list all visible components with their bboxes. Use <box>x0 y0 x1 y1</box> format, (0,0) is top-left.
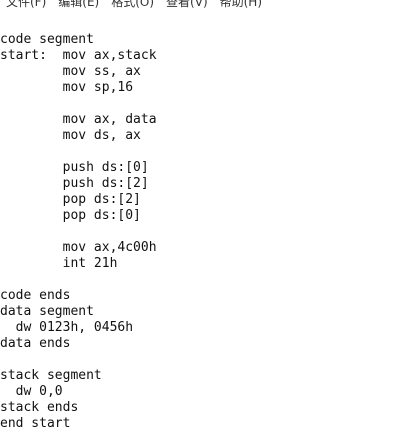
code-line: data segment <box>0 304 94 319</box>
code-line <box>0 272 419 288</box>
code-line: code segment <box>0 32 94 47</box>
menu-view[interactable]: 查看(V) <box>166 0 208 9</box>
code-line: push ds:[2] <box>0 176 149 191</box>
code-line: dw 0,0 <box>0 384 63 399</box>
code-line: int 21h <box>0 256 118 271</box>
code-line: mov ax,4c00h <box>0 240 157 255</box>
code-line <box>0 224 419 240</box>
code-line: pop ds:[2] <box>0 192 141 207</box>
text-editor-area[interactable]: code segment start: mov ax,stack mov ss,… <box>0 32 419 440</box>
code-line <box>0 352 419 368</box>
code-line: code ends <box>0 288 71 303</box>
code-line <box>0 144 419 160</box>
code-line: mov sp,16 <box>0 80 134 95</box>
code-line: data ends <box>0 336 71 351</box>
code-line: stack ends <box>0 400 79 415</box>
menu-help[interactable]: 帮助(H) <box>219 0 263 9</box>
code-line: end start <box>0 416 71 431</box>
code-line: pop ds:[0] <box>0 208 141 223</box>
menu-format[interactable]: 格式(O) <box>111 0 155 9</box>
code-line: mov ss, ax <box>0 64 141 79</box>
code-line: dw 0123h, 0456h <box>0 320 134 335</box>
code-line: push ds:[0] <box>0 160 149 175</box>
code-line: mov ax, data <box>0 112 157 127</box>
code-line: start: mov ax,stack <box>0 48 157 63</box>
code-line <box>0 96 419 112</box>
code-line: stack segment <box>0 368 102 383</box>
code-line: mov ds, ax <box>0 128 141 143</box>
menu-file[interactable]: 文件(F) <box>6 0 47 9</box>
menu-bar: 文件(F) 编辑(E) 格式(O) 查看(V) 帮助(H) <box>0 0 419 11</box>
menu-edit[interactable]: 编辑(E) <box>58 0 100 9</box>
